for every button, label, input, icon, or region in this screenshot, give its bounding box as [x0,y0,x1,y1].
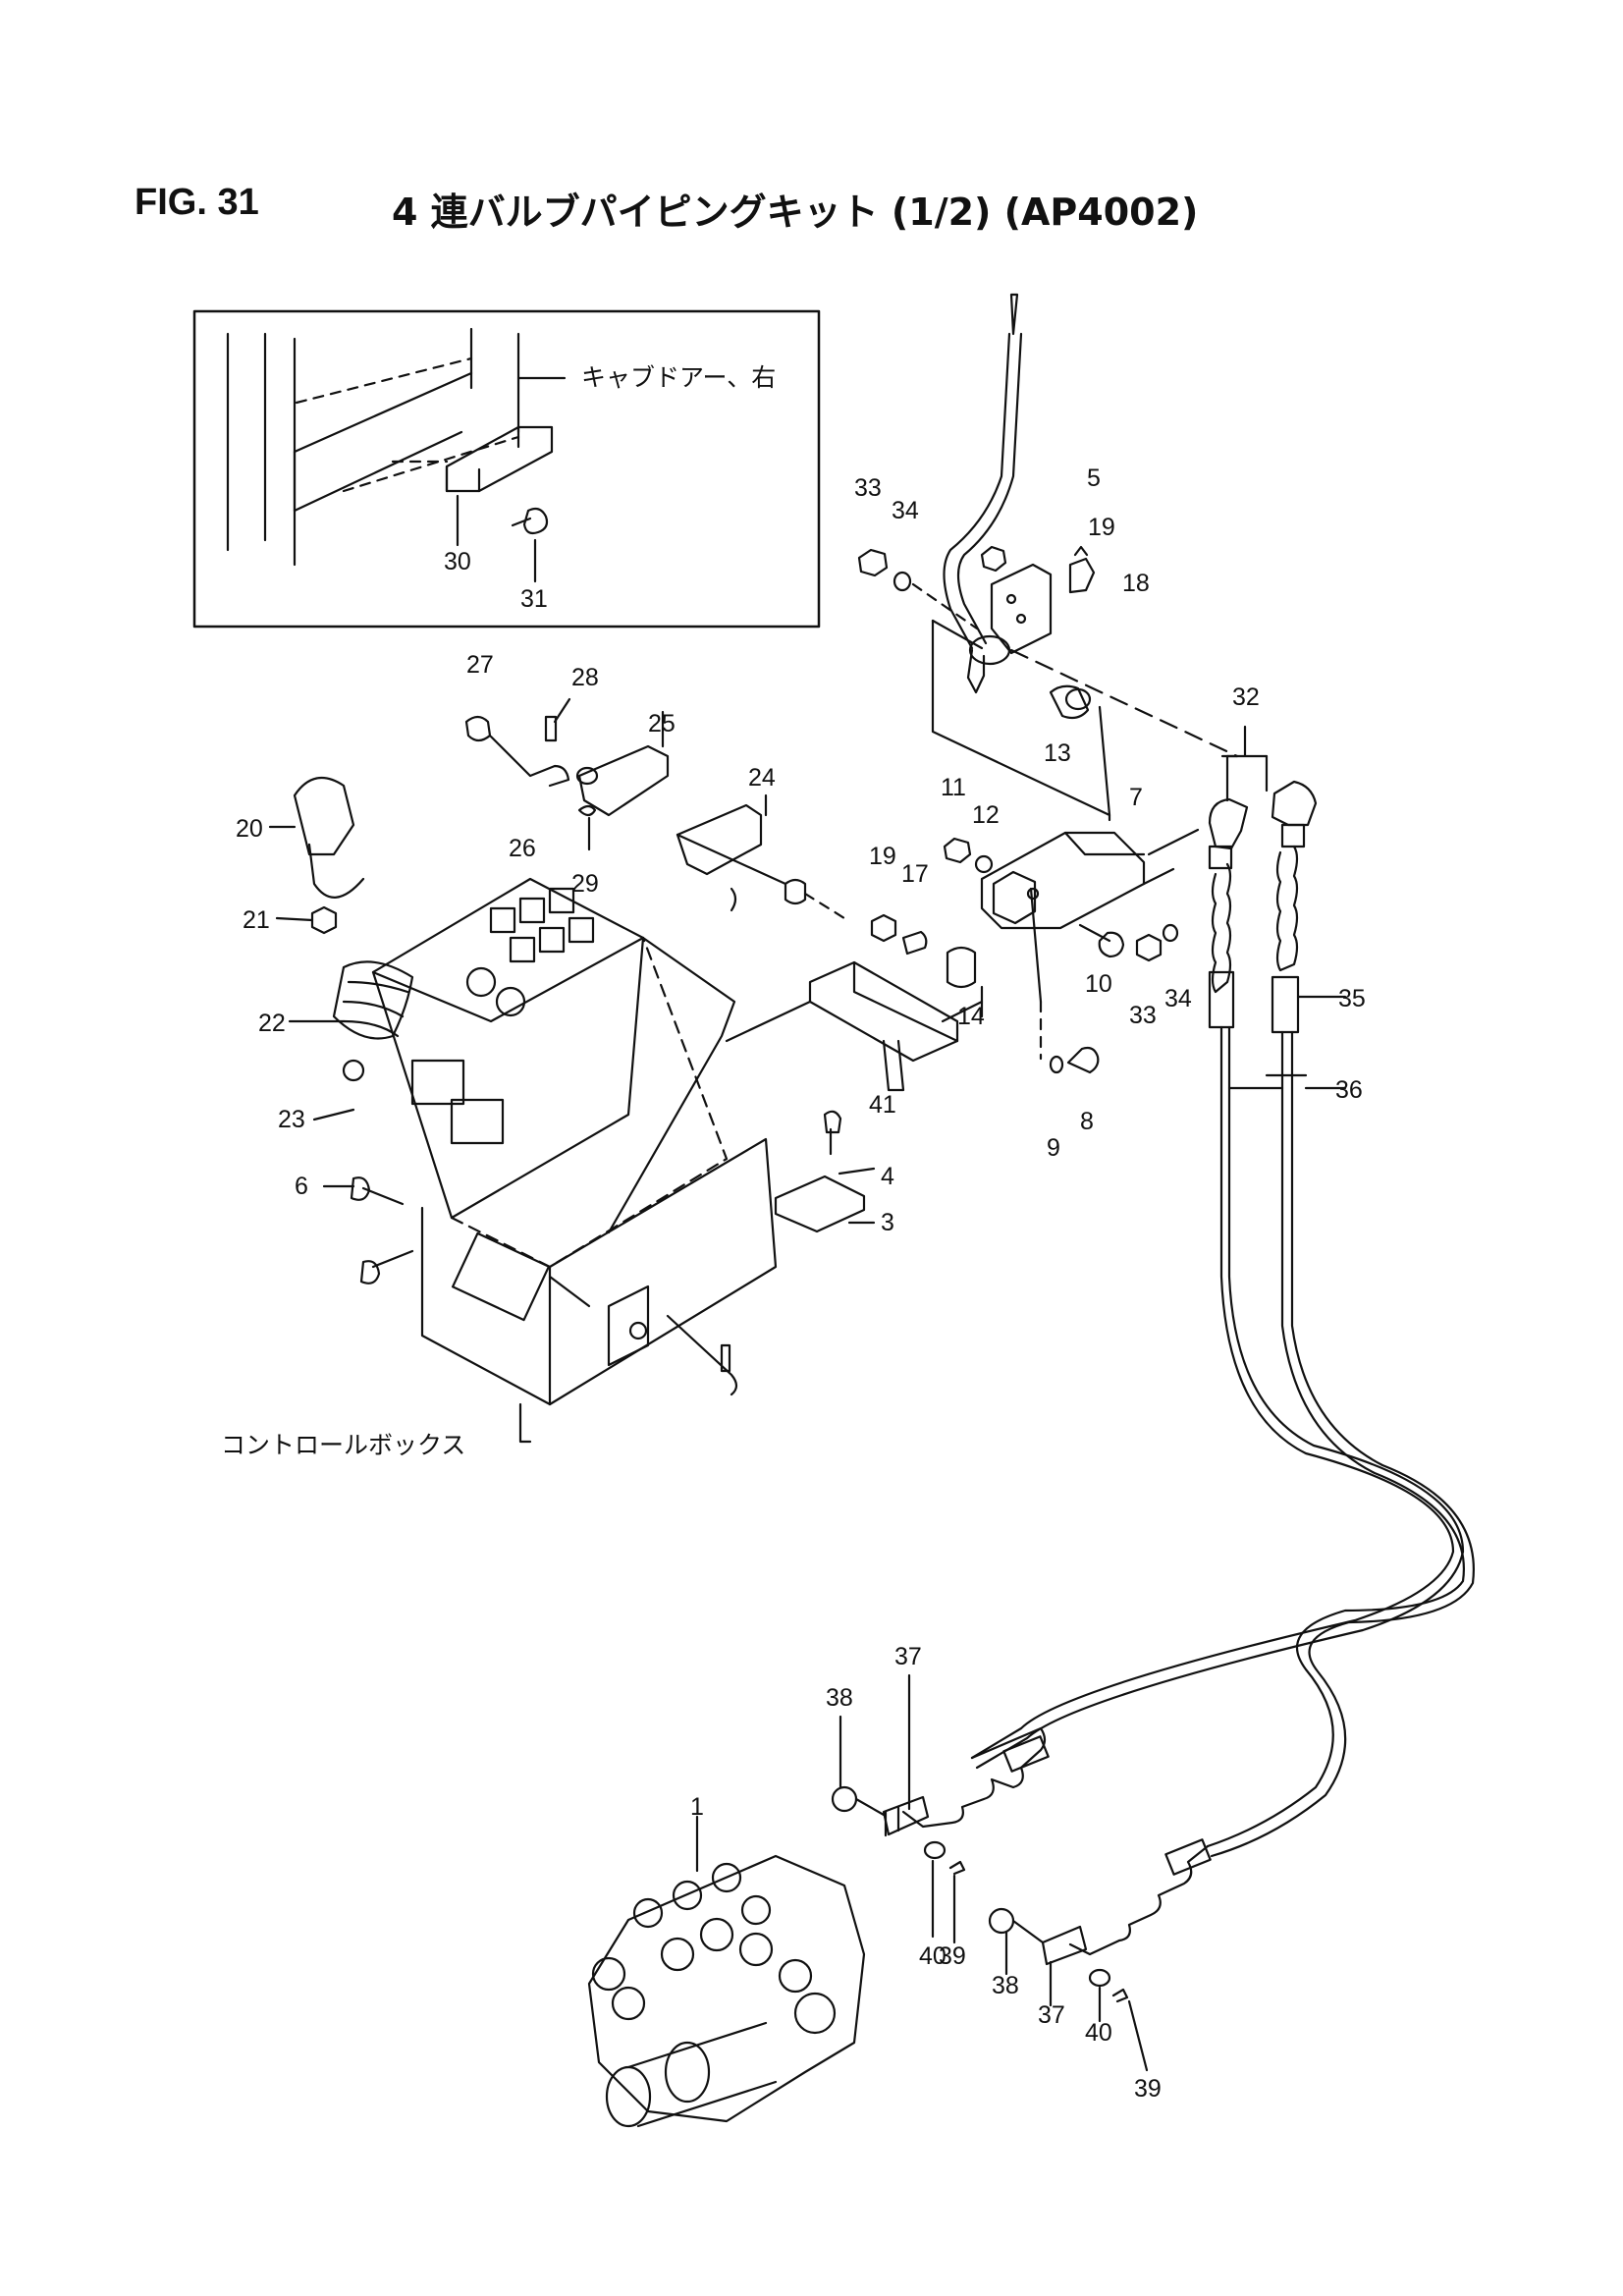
callout-37-bottom: 37 [1038,2001,1065,2029]
callout-36: 36 [1335,1076,1363,1104]
callout-12: 12 [972,801,1000,829]
callout-11: 11 [941,774,966,801]
callout-37-top: 37 [894,1643,922,1670]
callout-24: 24 [748,764,776,792]
callout-31: 31 [520,585,548,613]
figure-number: FIG. 31 [135,182,259,223]
callout-23: 23 [278,1106,305,1133]
callout-9: 9 [1047,1134,1060,1162]
figure-title: 4 連バルブパイピングキット (1/2) (AP4002) [392,191,1199,234]
callout-1: 1 [690,1793,704,1821]
callout-39-bottom: 39 [1134,2075,1162,2103]
callout-35: 35 [1338,985,1366,1012]
callout-21: 21 [243,906,270,934]
label-cab-door-right: キャブドアー、右 [581,363,776,392]
callout-5: 5 [1087,465,1101,492]
callout-38-bottom: 38 [992,1972,1019,1999]
callout-8: 8 [1080,1108,1094,1135]
control-box [268,776,778,1444]
control-valve [587,1815,866,2128]
callout-30: 30 [444,548,471,575]
callout-40-bottom: 40 [1085,2019,1112,2047]
callout-13: 13 [1044,739,1071,767]
hose-fittings [970,725,1475,1858]
figure-header: FIG. 31 4 連バルブパイピングキット (1/2) (AP4002) [135,182,1509,241]
callout-17: 17 [901,860,929,888]
callout-33-top: 33 [854,474,882,502]
callout-3: 3 [881,1209,894,1236]
callout-34-right: 34 [1164,985,1192,1012]
callout-25: 25 [648,710,676,738]
lever-assembly [857,293,1239,822]
callout-26: 26 [509,835,536,862]
label-control-box: コントロールボックス [221,1431,465,1459]
callout-7: 7 [1129,784,1143,811]
callout-14: 14 [957,1003,985,1030]
callout-38-top: 38 [826,1684,853,1712]
inset-cab-door [192,309,821,629]
labels: キャブドアー、右 コントロールボックス 1 3 4 5 6 7 8 9 10 1… [221,363,1366,2103]
callout-40-top: 40 [919,1942,947,1970]
callout-39-top: 39 [939,1942,966,1970]
callout-22: 22 [258,1010,286,1037]
callout-10: 10 [1085,970,1112,998]
linkage-parts [464,697,1308,1396]
callout-33-right: 33 [1129,1002,1157,1029]
callout-28: 28 [571,664,599,691]
callout-32: 32 [1232,683,1260,711]
callout-34-top: 34 [892,497,919,524]
callout-29: 29 [571,870,599,898]
cable-ends [831,1673,1212,2072]
callout-19-mid: 19 [869,843,896,870]
callout-27: 27 [466,651,494,679]
callout-20: 20 [236,815,263,843]
callout-19-top: 19 [1088,514,1115,541]
callout-41: 41 [869,1091,896,1119]
callout-6: 6 [295,1173,308,1200]
callout-18: 18 [1122,570,1150,597]
callout-4: 4 [881,1163,894,1190]
bracket-7 [943,831,1179,1074]
